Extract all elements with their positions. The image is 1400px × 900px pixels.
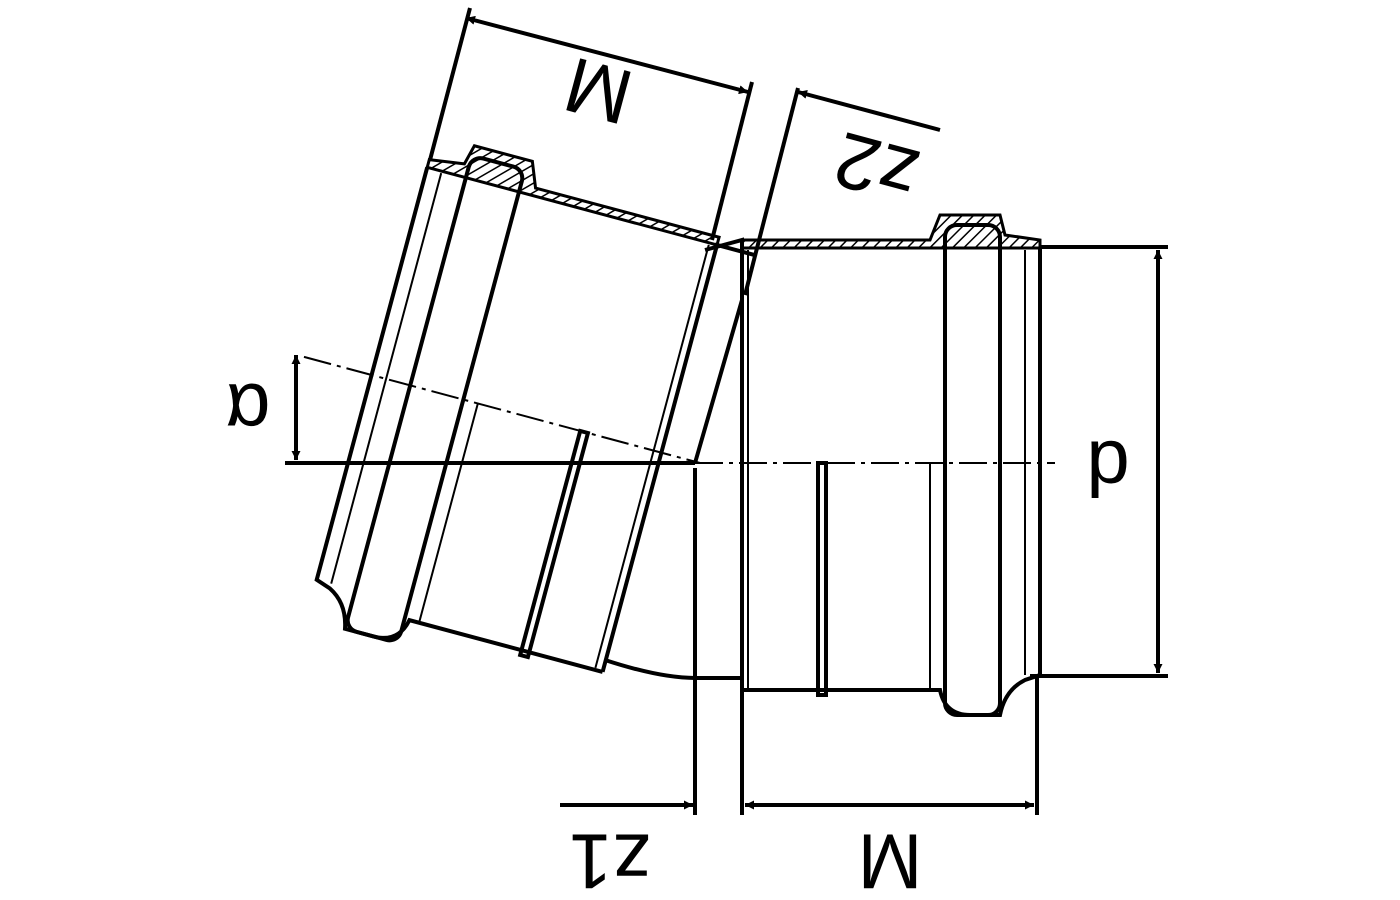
left-centerline — [303, 355, 701, 464]
label-z1: z1 — [569, 817, 651, 900]
dimension-diameter: d — [1030, 245, 1168, 678]
label-alpha: α — [225, 367, 270, 455]
right-socket — [740, 213, 1042, 717]
right-seal-ring — [816, 461, 828, 697]
bend-outer-curve — [604, 658, 742, 680]
label-bottom-m: M — [858, 817, 923, 900]
right-wall-section — [740, 213, 1042, 250]
label-d: d — [1086, 424, 1129, 512]
label-top-m: M — [556, 40, 642, 142]
dimension-bottom: z1 M — [560, 468, 1039, 900]
dimension-angle: α — [225, 355, 301, 460]
left-socket — [303, 144, 757, 674]
dimension-z2: z2 — [743, 87, 941, 296]
bend-inner-edge — [693, 237, 744, 464]
left-wall-section — [425, 144, 721, 247]
label-z2: z2 — [825, 115, 927, 221]
